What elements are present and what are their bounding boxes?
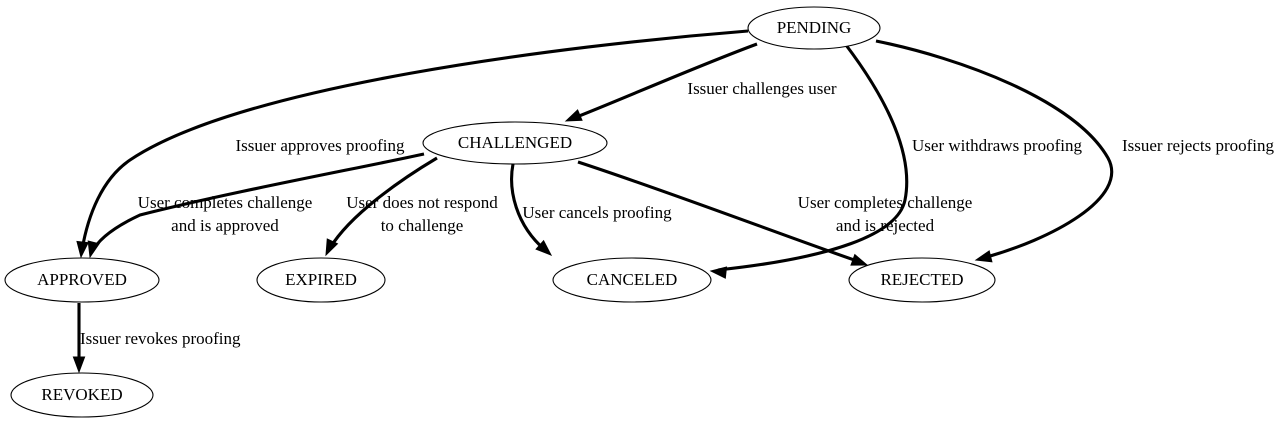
edges-layer (72, 29, 1114, 374)
edge-challenged-expired (325, 156, 438, 257)
edge-label-pending-challenged: Issuer challenges user (687, 79, 837, 98)
node-label: PENDING (777, 18, 852, 37)
node-label: CHALLENGED (458, 133, 572, 152)
node-label: REVOKED (41, 385, 122, 404)
node-label: REJECTED (880, 270, 963, 289)
edge-line (875, 39, 1114, 260)
arrowhead (709, 266, 728, 279)
arrowhead (850, 253, 869, 266)
edge-line (328, 156, 438, 249)
arrowhead (974, 250, 993, 263)
edge-approved-revoked (72, 303, 86, 374)
state-node-challenged[interactable]: CHALLENGED (422, 121, 608, 165)
arrowhead (76, 240, 89, 259)
edge-label-challenged-canceled: User cancels proofing (522, 203, 672, 222)
node-label: CANCELED (587, 270, 678, 289)
edge-label-pending-approved: Issuer approves proofing (235, 136, 405, 155)
node-ellipse (552, 257, 712, 303)
arrowhead (325, 238, 339, 257)
edge-challenged-approved (87, 152, 425, 259)
edge-line (90, 152, 425, 253)
arrowhead (564, 109, 583, 122)
node-ellipse (10, 372, 154, 418)
edge-line (717, 44, 909, 272)
arrowhead (87, 240, 100, 259)
edge-pending-approved (76, 29, 749, 259)
nodes-layer: PENDING CHALLENGED APPROVED EXPIRED CANCELED… (4, 6, 996, 418)
edge-label-approved-revoked: Issuer revokes proofing (80, 329, 241, 348)
edge-label-pending-rejected: Issuer rejects proofing (1122, 136, 1275, 155)
state-node-canceled[interactable]: CANCELED (552, 257, 712, 303)
edge-pending-canceled (709, 44, 909, 279)
node-ellipse (256, 257, 386, 303)
state-node-rejected[interactable]: REJECTED (848, 257, 996, 303)
edge-challenged-canceled (510, 163, 553, 256)
edge-pending-rejected (875, 39, 1114, 263)
state-node-revoked[interactable]: REVOKED (10, 372, 154, 418)
node-ellipse (422, 121, 608, 165)
arrowhead (72, 356, 86, 374)
arrowhead (535, 239, 553, 256)
state-node-expired[interactable]: EXPIRED (256, 257, 386, 303)
node-ellipse (747, 6, 881, 50)
node-ellipse (848, 257, 996, 303)
state-node-approved[interactable]: APPROVED (4, 257, 160, 303)
edge-label-pending-canceled: User withdraws proofing (912, 136, 1082, 155)
node-ellipse (4, 257, 160, 303)
edge-line (573, 42, 758, 120)
edge-pending-challenged (564, 42, 758, 122)
node-label: APPROVED (37, 270, 127, 289)
state-node-pending[interactable]: PENDING (747, 6, 881, 50)
node-label: EXPIRED (285, 270, 357, 289)
edge-line (510, 163, 547, 252)
edge-line (80, 29, 749, 251)
